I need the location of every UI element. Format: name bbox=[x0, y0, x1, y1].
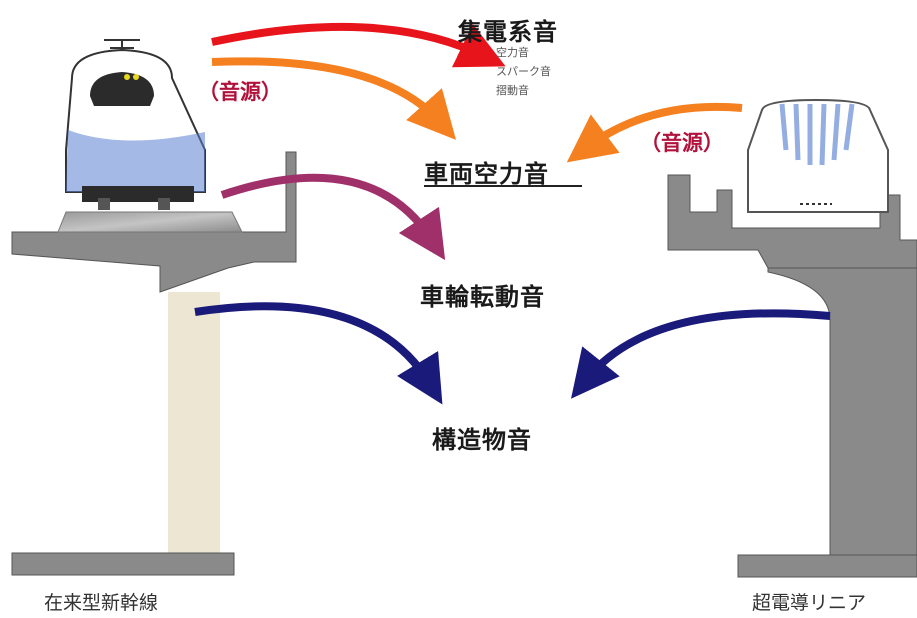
maglev-train bbox=[747, 98, 889, 213]
train-windshield bbox=[90, 72, 154, 106]
structure-noise-label: 構造物音 bbox=[432, 426, 532, 454]
arrow-maglev-orange bbox=[566, 102, 743, 163]
caption-conventional-shinkansen: 在来型新幹線 bbox=[44, 592, 159, 614]
arrow-pantograph-orange bbox=[211, 57, 457, 140]
pantograph bbox=[104, 39, 140, 49]
right-guideway bbox=[667, 174, 917, 578]
left-pier bbox=[168, 292, 220, 554]
left-footing bbox=[11, 552, 235, 576]
pantograph-sub-1: 空力音 bbox=[496, 46, 529, 59]
arrow-structure-navy-right bbox=[570, 309, 831, 399]
pantograph-sub-2: スパーク音 bbox=[496, 65, 551, 78]
left-ballast bbox=[57, 211, 243, 233]
aero-noise-label: 車両空力音 bbox=[424, 160, 549, 188]
shinkansen-train bbox=[65, 39, 206, 210]
maglev-body bbox=[747, 98, 889, 213]
left-viaduct bbox=[11, 151, 297, 576]
wheel-noise-label: 車輪転動音 bbox=[420, 283, 545, 311]
source-label-left: （音源） bbox=[198, 80, 282, 104]
right-footing bbox=[737, 554, 917, 578]
pantograph-sub-3: 摺動音 bbox=[496, 84, 529, 97]
pantograph-noise-label: 集電系音 bbox=[458, 18, 558, 46]
train-blue-band bbox=[66, 130, 205, 192]
arrow-structure-navy-left bbox=[194, 302, 443, 405]
arrow-wheel-purple bbox=[220, 173, 446, 261]
caption-superconducting-maglev: 超電導リニア bbox=[752, 592, 867, 614]
arrow-pantograph-red bbox=[211, 22, 506, 68]
source-label-right: （音源） bbox=[640, 131, 724, 155]
